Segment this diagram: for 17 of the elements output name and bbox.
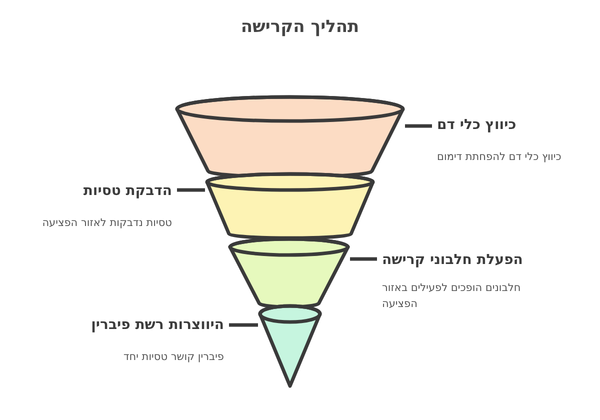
step-heading: הדבקת טסיות xyxy=(83,183,172,199)
leader-line xyxy=(229,323,258,327)
step-heading: כיווץ כלי דם xyxy=(437,117,516,133)
step-description: פיברין קושר טסיות יחד xyxy=(124,350,224,365)
step-description: טסיות נדבקות לאזור הפציעה xyxy=(42,216,172,231)
funnel-segment xyxy=(228,237,350,309)
funnel-segment xyxy=(205,172,375,240)
step-heading: היווצרות רשת פיברין xyxy=(91,317,224,333)
funnel-segment xyxy=(175,95,405,179)
leader-line xyxy=(405,124,432,128)
title: תהליך הקרישה xyxy=(240,17,360,37)
step-description: כיווץ כלי דם להפחתת דימום xyxy=(437,150,562,165)
leader-line xyxy=(350,257,377,261)
step-description: חלבונים הופכים לפעילים באזור הפציעה xyxy=(382,281,522,312)
leader-line xyxy=(177,188,205,192)
funnel-segment xyxy=(258,304,322,388)
step-heading: הפעלת חלבוני קרישה xyxy=(382,252,523,268)
